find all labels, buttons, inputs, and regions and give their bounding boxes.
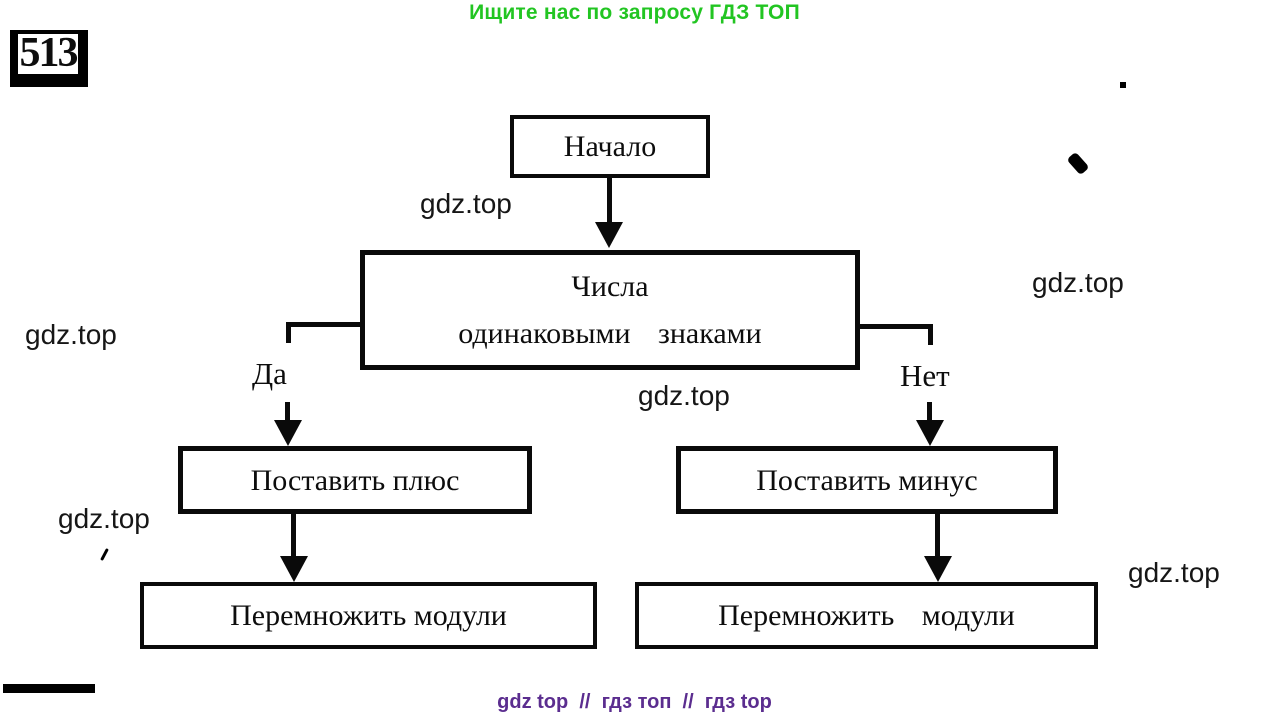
promo-footer-text: gdz top // гдз топ // гдз top [497, 691, 772, 713]
watermark: gdz.top [25, 319, 117, 350]
flowchart-node-no-result: Перемножить модули [635, 582, 1098, 649]
arrow-minus-to-result-head [924, 556, 952, 582]
flowchart-node-start: Начало [510, 115, 710, 178]
no-branch-label: Нет [900, 358, 950, 393]
flowchart-node-no-action: Поставить минус [676, 446, 1058, 514]
arrow-start-to-condition-shaft [607, 174, 612, 224]
problem-number-plate: 513 [10, 30, 88, 87]
promo-header-text: Ищите нас по запросу ГДЗ ТОП [469, 1, 800, 24]
watermark: gdz.top [1128, 557, 1220, 588]
arrow-no-head [916, 420, 944, 446]
yes-branch-label: Да [252, 356, 287, 391]
arrow-yes-shaft [285, 402, 290, 424]
arrow-yes-head [274, 420, 302, 446]
arrow-minus-to-result-shaft [935, 510, 940, 558]
arrow-plus-to-result-shaft [291, 510, 296, 558]
no-branch-elbow-horizontal [858, 324, 933, 329]
watermark: gdz.top [1032, 267, 1124, 298]
scan-artifact-tick [100, 548, 109, 561]
scan-artifact-ink-blob [1066, 151, 1090, 176]
flowchart-node-yes-result: Перемножить модули [140, 582, 597, 649]
watermark: gdz.top [638, 380, 730, 411]
flowchart-node-yes-action: Поставить плюс [178, 446, 532, 514]
arrow-no-shaft [927, 402, 932, 424]
condition-line2: одинаковыми знаками [458, 317, 762, 350]
scan-artifact-dot [1120, 82, 1126, 88]
yes-branch-elbow-stub [286, 322, 291, 343]
no-branch-elbow-stub [928, 324, 933, 345]
condition-line1: Числа [571, 270, 649, 303]
flowchart-node-condition: Числа одинаковыми знаками [360, 250, 860, 370]
yes-branch-elbow-horizontal [288, 322, 362, 327]
watermark: gdz.top [420, 188, 512, 219]
arrow-start-to-condition-head [595, 222, 623, 248]
watermark: gdz.top [58, 503, 150, 534]
scan-artifact-bottom-bar [3, 684, 95, 693]
arrow-plus-to-result-head [280, 556, 308, 582]
